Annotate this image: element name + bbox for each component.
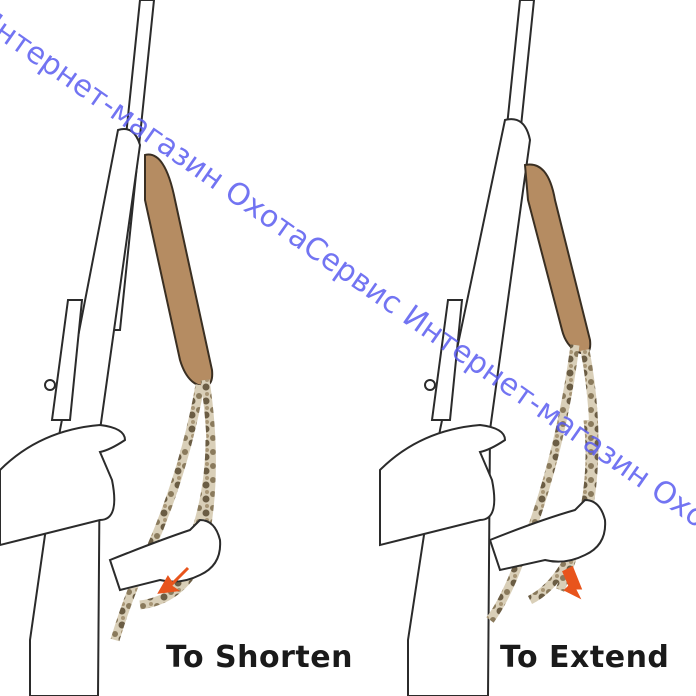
right-camo-strap — [490, 345, 594, 620]
caption-to-shorten: To Shorten — [166, 640, 353, 684]
right-sling-pad — [525, 164, 590, 353]
caption-to-extend: To Extend — [500, 640, 669, 684]
stock — [408, 119, 530, 696]
right-hand-icon — [380, 425, 605, 570]
left-sling-pad — [145, 155, 212, 386]
right-rifle — [408, 0, 534, 696]
left-camo-strap — [115, 380, 211, 640]
